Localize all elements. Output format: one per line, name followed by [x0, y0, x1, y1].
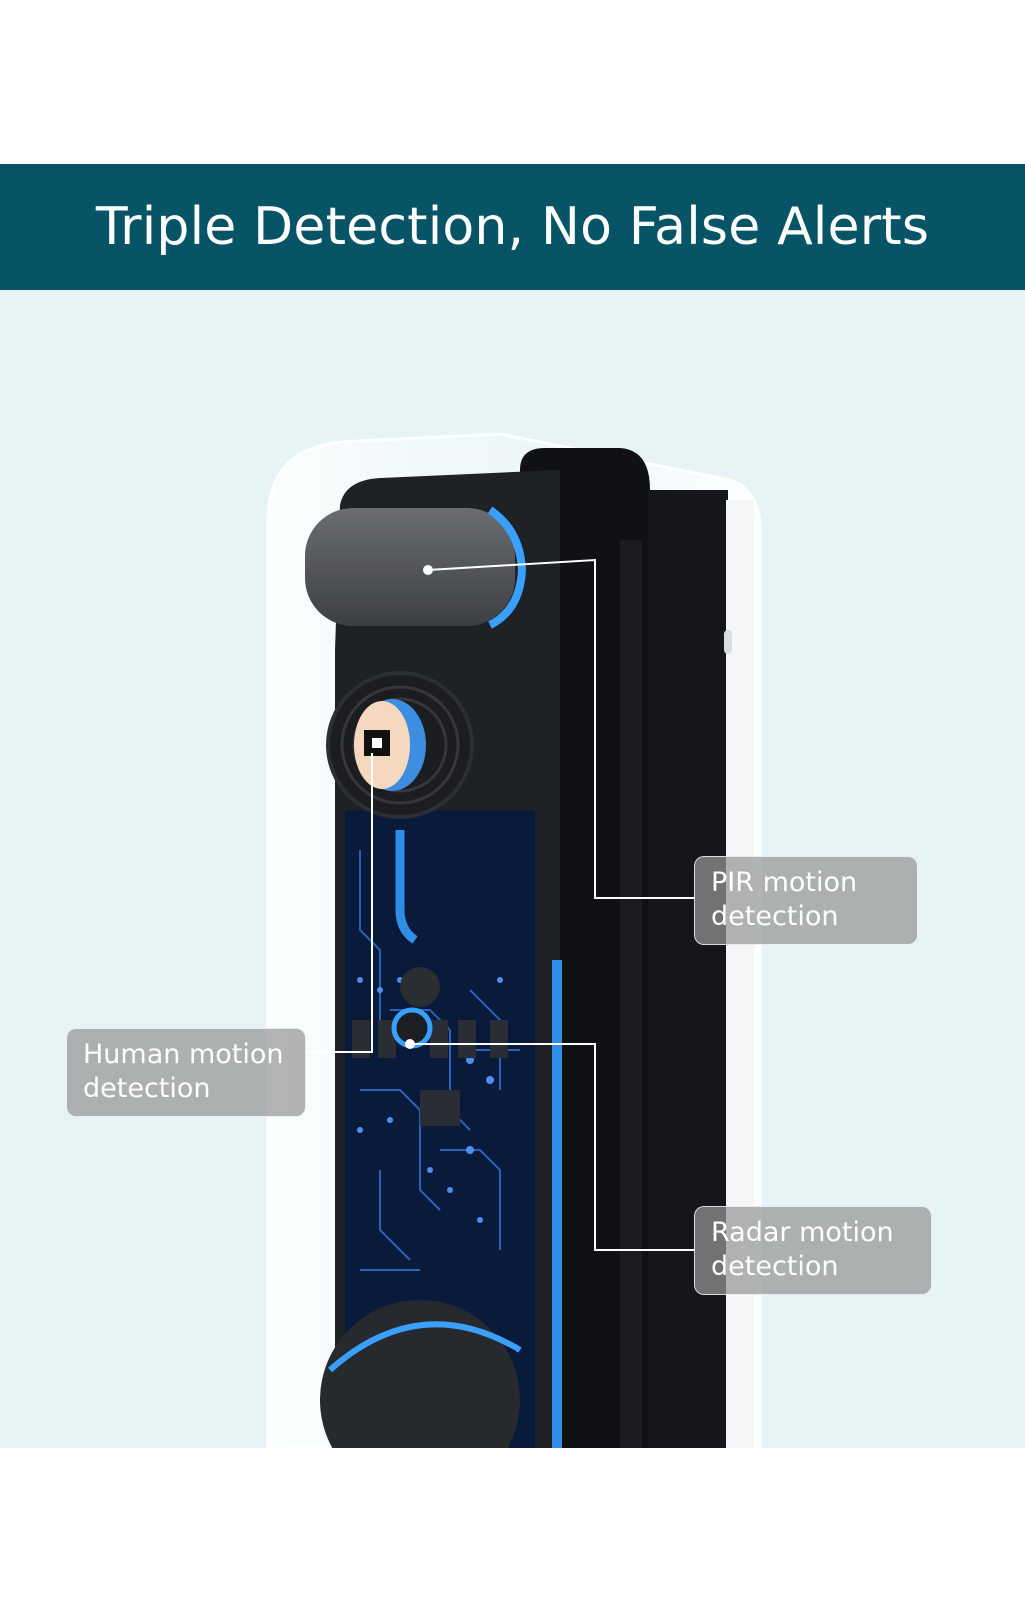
- callout-pir-motion: PIR motion detection: [694, 856, 918, 945]
- blue-flex-cable: [395, 830, 418, 944]
- callout-lines: [305, 558, 695, 1251]
- bottom-margin: [0, 1448, 1025, 1600]
- doorbell-cutaway-graphic: [266, 432, 762, 1448]
- speaker: [320, 1300, 520, 1448]
- headline-banner: Triple Detection, No False Alerts: [0, 164, 1025, 290]
- chips: [352, 1020, 508, 1126]
- callout-radar-motion: Radar motion detection: [694, 1206, 932, 1295]
- headline-title: Triple Detection, No False Alerts: [95, 197, 930, 257]
- pir-sensor: [305, 508, 515, 626]
- product-illustration: PIR motion detection Human motion detect…: [0, 290, 1025, 1448]
- callout-human-motion: Human motion detection: [66, 1028, 306, 1117]
- blue-side-strip: [552, 960, 562, 1448]
